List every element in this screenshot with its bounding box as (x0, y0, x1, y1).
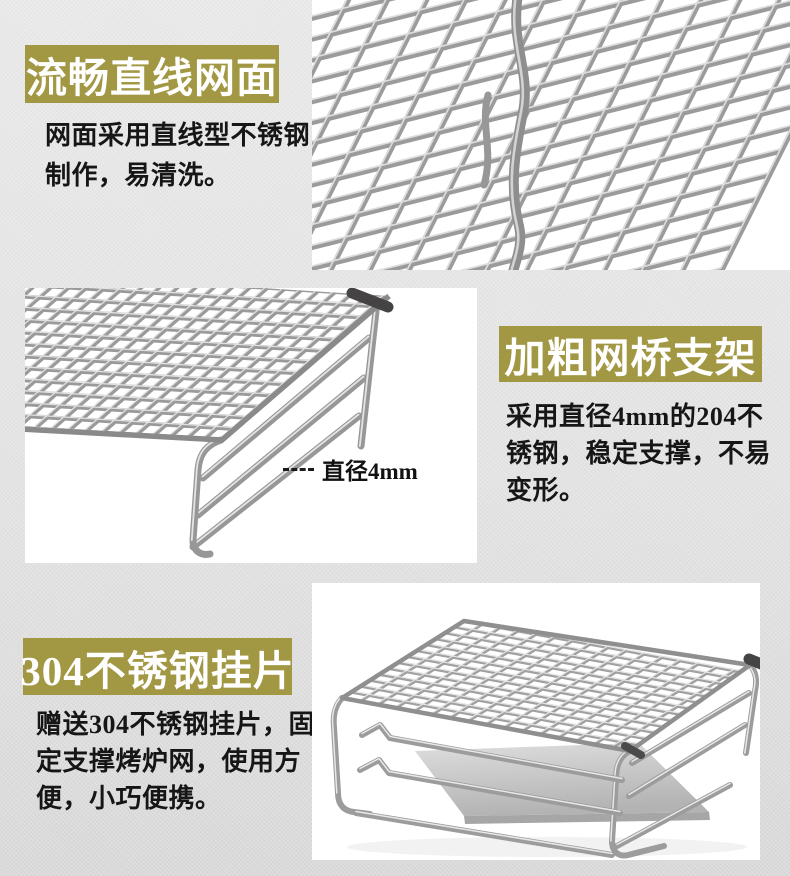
banner-text: 304不锈钢挂片 (20, 647, 295, 694)
desc-line: 采用直径4mm的204不 (506, 402, 764, 431)
hanging-clip (621, 742, 645, 759)
bent-wire (480, 91, 492, 189)
rack-bracket-closeup-photo (25, 288, 477, 563)
banner-text: 流畅直线网面 (26, 55, 278, 101)
grill-left-leg (330, 695, 373, 817)
wire-mesh-closeup-photo (312, 0, 790, 270)
feature-desc-bracket: 采用直径4mm的204不 锈钢，稳定支撑，不易 变形。 (506, 398, 771, 509)
portable-grill-rack-photo (312, 583, 760, 860)
desc-line: 网面采用直线型不锈钢 (45, 121, 311, 150)
feature-desc-hanger: 赠送304不锈钢挂片，固 定支撑烤炉网，使用方 便，小巧便携。 (36, 706, 315, 817)
desc-line: 赠送304不锈钢挂片，固 (36, 710, 316, 739)
mesh-hook-wire (508, 0, 530, 270)
rack-handle (346, 288, 394, 313)
desc-line: 变形。 (506, 476, 586, 505)
grill-handle (743, 653, 760, 670)
annotation-text: 直径4mm (322, 459, 418, 484)
desc-line: 定支撑烤炉网，使用方 (36, 747, 302, 776)
rack-front-leg (189, 436, 225, 558)
annotation-dash-line (283, 467, 314, 471)
grill-right-leg (743, 662, 760, 756)
grill-front-leg (609, 748, 667, 859)
feature-desc-mesh: 网面采用直线型不锈钢 制作，易清洗。 (45, 116, 310, 196)
rack-right-leg (357, 298, 381, 450)
feature-banner-bracket: 加粗网桥支架 (499, 326, 762, 382)
feature-banner-hanger: 304不锈钢挂片 (20, 638, 295, 695)
desc-line: 制作，易清洗。 (45, 161, 231, 190)
desc-line: 便，小巧便携。 (36, 784, 222, 813)
diameter-annotation: 直径4mm (283, 452, 418, 486)
banner-text: 加粗网桥支架 (504, 335, 757, 381)
desc-line: 锈钢，稳定支撑，不易 (506, 439, 772, 468)
feature-banner-mesh: 流畅直线网面 (25, 45, 279, 103)
